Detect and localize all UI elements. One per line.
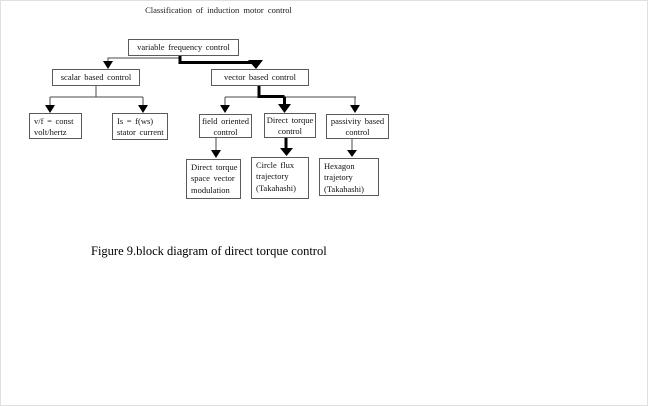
box-direct-torque-control: Direct torque control xyxy=(264,113,316,138)
box-circle-flux-trajectory: Circle flux trajectory (Takahashi) xyxy=(251,157,309,199)
connector-root-to-vector xyxy=(178,55,263,69)
box-stator-current: Is = f(ws) stator current xyxy=(112,113,168,140)
figure-caption: Figure 9.block diagram of direct torque … xyxy=(91,244,327,258)
box-field-oriented-control: field oriented control xyxy=(199,114,252,138)
connector-pbc-to-hexagon xyxy=(347,139,357,157)
diagram-title: Classification of induction motor contro… xyxy=(145,5,292,15)
connector-root-to-scalar xyxy=(103,55,181,69)
box-variable-frequency-control: variable frequency control xyxy=(128,39,239,56)
connector-foc-to-svm xyxy=(211,138,221,158)
connector-vector-branch xyxy=(220,86,360,113)
box-vf-const-volt-hertz: v/f = const volt/hertz xyxy=(29,113,82,139)
box-direct-torque-space-vector-modulation: Direct torque space vector modulation xyxy=(186,159,241,199)
box-hexagon-trajectory: Hexagon trajetory (Takahashi) xyxy=(319,158,379,196)
box-scalar-based-control: scalar based control xyxy=(52,69,140,86)
box-vector-based-control: vector based control xyxy=(211,69,309,86)
connector-scalar-branch xyxy=(45,86,148,113)
box-passivity-based-control: passivity based control xyxy=(326,114,389,139)
connector-dtc-to-circle xyxy=(280,138,293,156)
